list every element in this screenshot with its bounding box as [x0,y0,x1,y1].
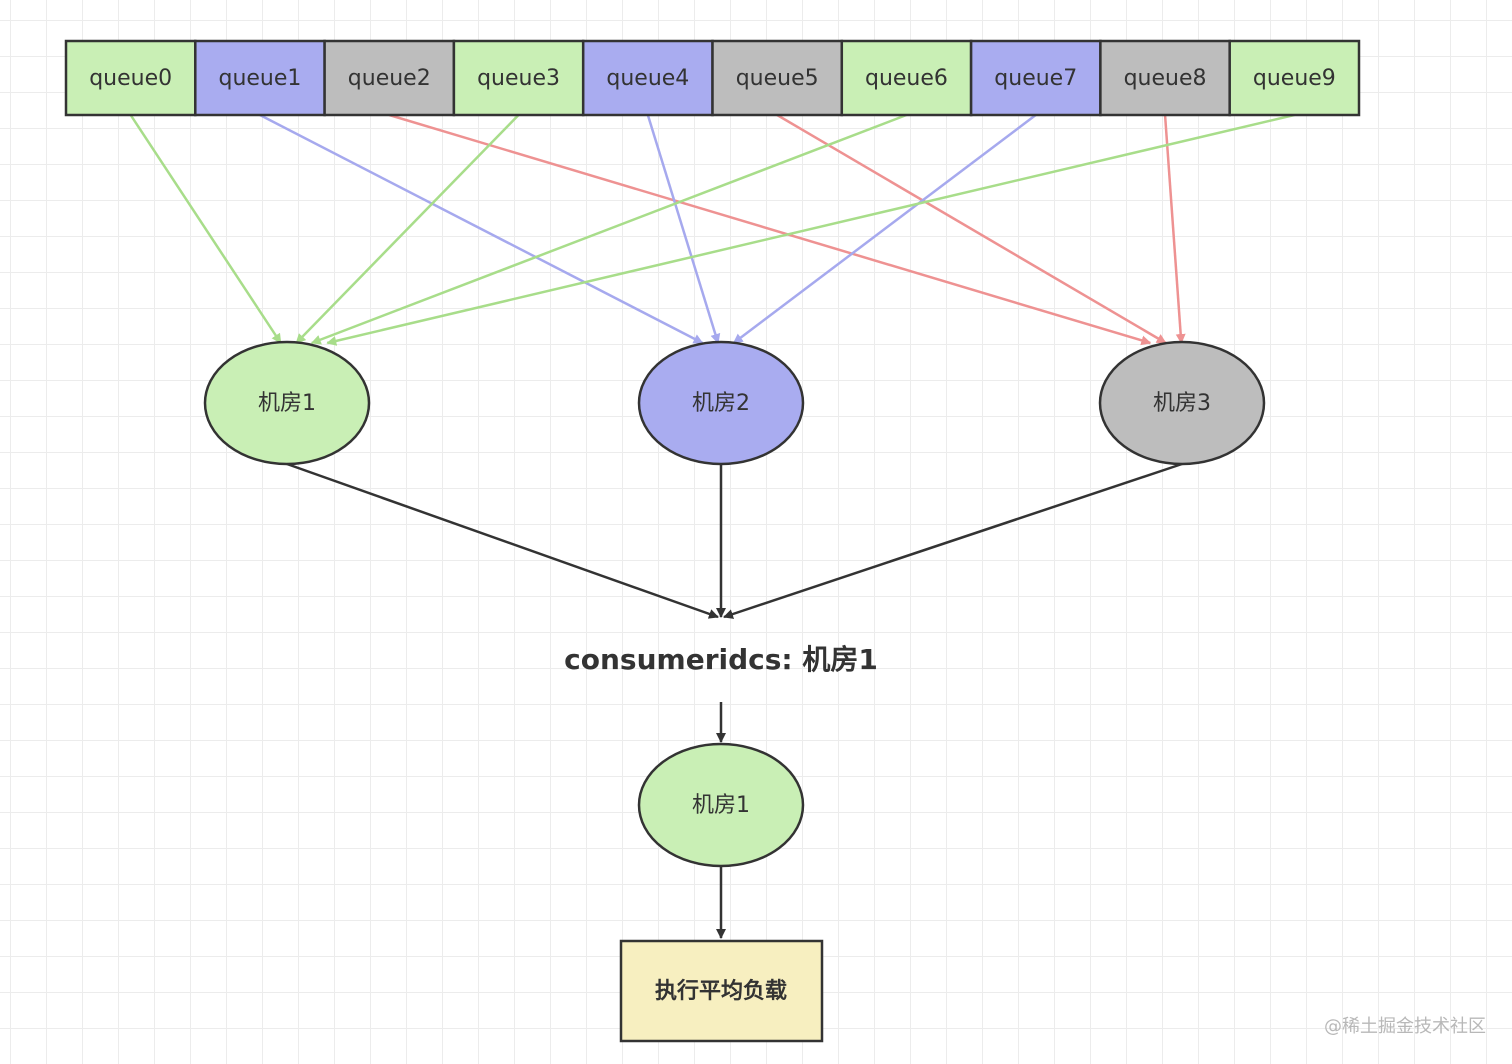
queue-box-6[interactable]: queue6 [840,39,973,117]
queue-box-8[interactable]: queue8 [1099,39,1231,117]
selected-room-label: 机房1 [692,793,750,818]
edge-room3-to-consumer [723,462,1183,619]
queue-label-0: queue0 [89,66,172,91]
queue-box-4[interactable]: queue4 [581,39,714,117]
queue-box-7[interactable]: queue7 [969,39,1102,117]
queue-to-room-edges [129,113,1295,346]
edge-queue1-to-room2 [259,113,704,345]
room-label-3: 机房3 [1153,391,1211,416]
edge-queue2-to-room3 [388,113,1152,346]
edge-queue8-to-room3 [1163,114,1186,344]
edge-queue4-to-room2 [646,114,721,344]
queue-label-5: queue5 [736,66,819,91]
queue-label-7: queue7 [994,66,1077,91]
consumer-label: consumeridcs: 机房1 [564,643,878,676]
queue-row: queue0 queue1 queue2 queue3 queue4 queue5 queu… [64,39,1361,117]
queue-box-5[interactable]: queue5 [711,39,844,117]
queue-label-2: queue2 [348,66,431,91]
queue-label-9: queue9 [1253,66,1336,91]
queue-box-3[interactable]: queue3 [452,39,585,117]
watermark: @稀土掘金技术社区 [1324,1016,1486,1037]
result-box-label: 执行平均负载 [655,978,787,1004]
queue-label-8: queue8 [1124,66,1207,91]
edge-queue9-to-room1 [326,113,1295,346]
edge-queue7-to-room2 [732,114,1037,344]
room-node-1[interactable]: 机房1 [203,340,371,466]
room-label-1: 机房1 [258,391,316,416]
queue-box-1[interactable]: queue1 [194,39,326,117]
edge-queue0-to-room1 [129,114,282,344]
queue-label-4: queue4 [606,66,689,91]
room-node-3[interactable]: 机房3 [1098,340,1266,466]
queue-box-9[interactable]: queue9 [1228,39,1361,117]
edge-queue6-to-room1 [310,113,907,345]
queue-label-1: queue1 [218,66,301,91]
room-label-2: 机房2 [692,391,750,416]
queue-label-3: queue3 [477,66,560,91]
queue-label-6: queue6 [865,66,948,91]
edge-queue3-to-room1 [295,114,520,344]
queue-box-2[interactable]: queue2 [323,39,456,117]
room-node-2[interactable]: 机房2 [637,340,805,466]
queue-box-0[interactable]: queue0 [64,39,197,117]
edge-room1-to-consumer [286,462,719,619]
result-box[interactable]: 执行平均负载 [619,939,824,1043]
edge-queue5-to-room3 [776,113,1167,345]
selected-room-node[interactable]: 机房1 [637,742,805,868]
